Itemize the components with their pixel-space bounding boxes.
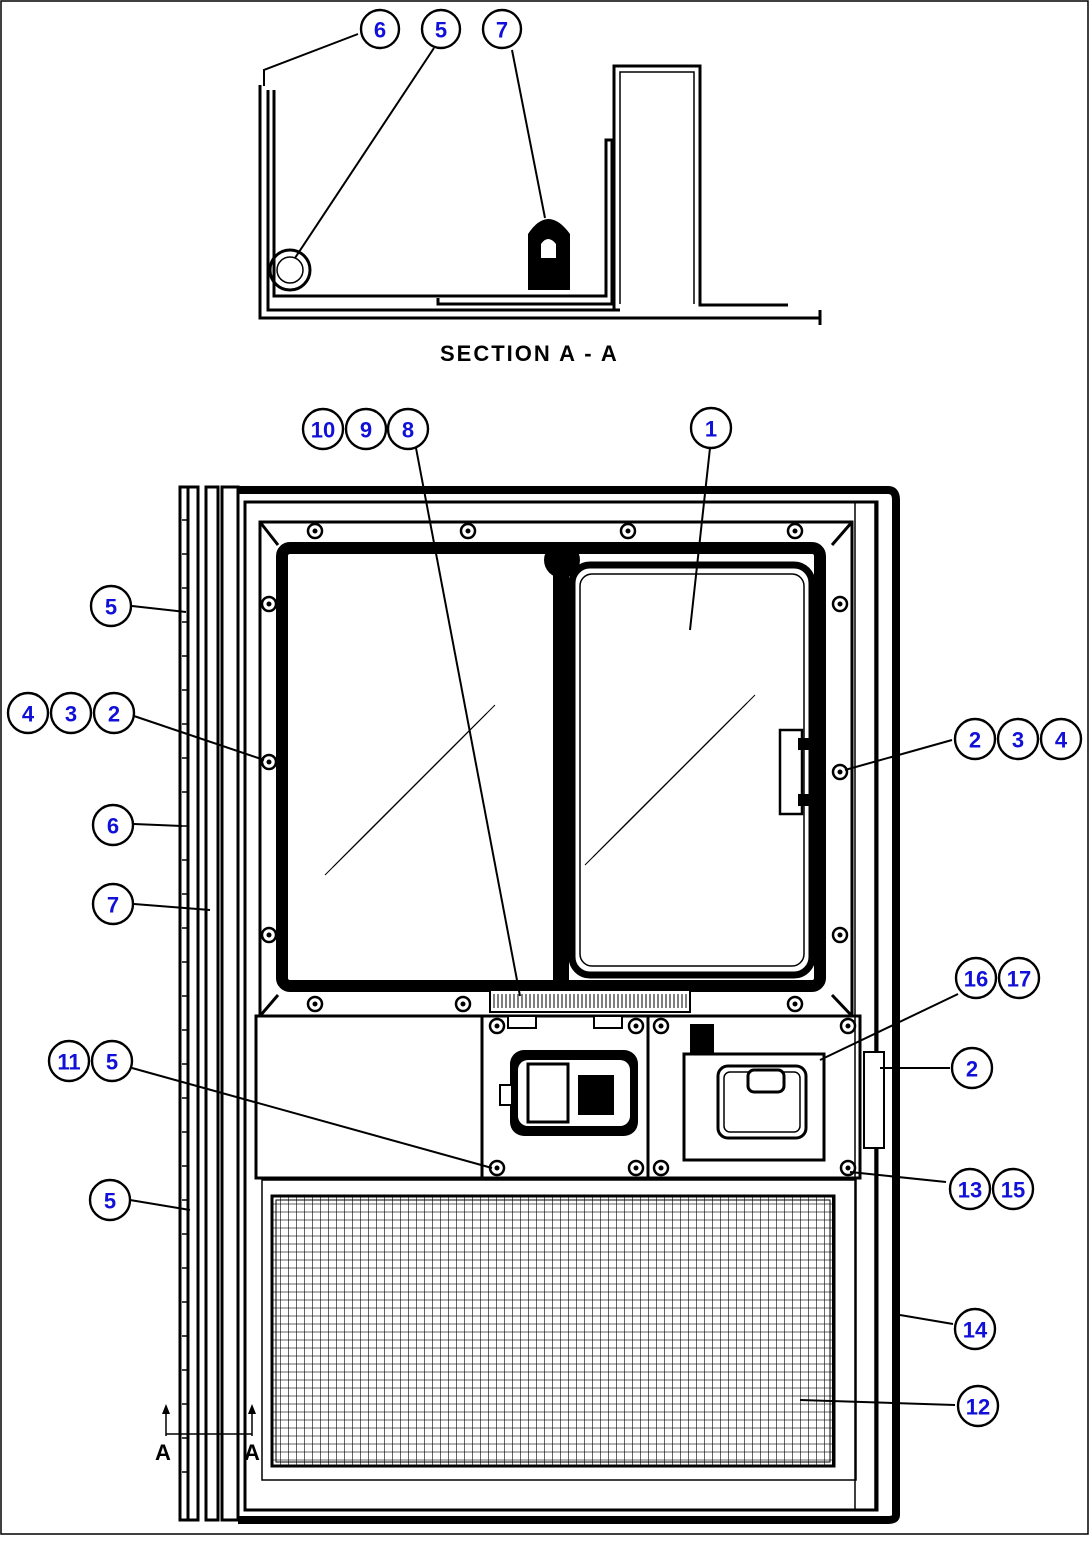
window-latch-handle: [778, 728, 804, 816]
svg-text:11: 11: [57, 1050, 80, 1075]
callout-6-left: 6: [91, 803, 135, 847]
section-mark-left: A: [155, 1440, 171, 1465]
seal-tube: [268, 248, 312, 292]
svg-text:16: 16: [964, 967, 988, 992]
svg-text:2: 2: [969, 728, 981, 753]
svg-text:7: 7: [496, 18, 508, 43]
callout-13: 13: [948, 1167, 992, 1211]
callout-15: 15: [991, 1167, 1035, 1211]
svg-text:8: 8: [402, 418, 414, 443]
callout-16: 16: [954, 956, 998, 1000]
sliding-glass-panel: [568, 561, 816, 979]
svg-text:9: 9: [360, 418, 372, 443]
svg-text:1: 1: [705, 417, 717, 442]
callout-1: 1: [689, 406, 733, 450]
callout-3-right: 3: [996, 717, 1040, 761]
section-mark-right: A: [244, 1440, 260, 1465]
svg-text:2: 2: [966, 1057, 978, 1082]
ventilation-grille: [270, 1194, 836, 1468]
svg-text:4: 4: [1055, 728, 1068, 753]
callout-4-right: 4: [1039, 717, 1083, 761]
svg-text:12: 12: [966, 1395, 990, 1420]
door-front-view: A A: [155, 485, 900, 1524]
callout-2-mid: 2: [950, 1046, 994, 1090]
section-cut-marks: A A: [155, 1404, 260, 1465]
svg-text:14: 14: [963, 1318, 988, 1343]
section-title: SECTION A - A: [440, 341, 619, 366]
callout-10: 10: [301, 407, 345, 451]
callout-5-lower: 5: [88, 1178, 132, 1222]
callout-2-right: 2: [953, 717, 997, 761]
callouts: 6 5 7 10 9 8 1 5 4 3 2 2 3 4 6 7 16 17 1…: [6, 8, 1083, 1428]
callout-5-upper: 5: [89, 584, 133, 628]
hinge-ticks: [182, 519, 188, 1473]
callout-11: 11: [47, 1039, 91, 1083]
callout-9: 9: [344, 407, 388, 451]
svg-text:13: 13: [958, 1178, 982, 1203]
callout-2-left: 2: [92, 691, 136, 735]
svg-text:10: 10: [311, 418, 335, 443]
glass-hatching: [324, 694, 756, 876]
svg-text:15: 15: [1001, 1178, 1025, 1203]
svg-text:3: 3: [1012, 728, 1024, 753]
callout-14: 14: [953, 1307, 997, 1351]
callout-3-left: 3: [49, 691, 93, 735]
svg-text:2: 2: [108, 702, 120, 727]
svg-text:5: 5: [105, 595, 117, 620]
slide-stop-knob: [544, 542, 580, 578]
svg-text:6: 6: [374, 18, 386, 43]
callout-5-section: 5: [420, 8, 462, 50]
callout-7-section: 7: [481, 8, 523, 50]
svg-text:3: 3: [65, 702, 77, 727]
svg-text:5: 5: [435, 18, 447, 43]
svg-text:17: 17: [1007, 967, 1031, 992]
callout-8: 8: [386, 407, 430, 451]
leader-lines: [129, 33, 959, 1406]
section-a-a-view: SECTION A - A: [258, 64, 822, 366]
callout-17: 17: [997, 956, 1041, 1000]
svg-text:6: 6: [107, 814, 119, 839]
window-frame: [276, 542, 826, 992]
svg-text:5: 5: [104, 1189, 116, 1214]
callout-4-left: 4: [6, 691, 50, 735]
callout-6-section: 6: [359, 8, 401, 50]
callout-7-left: 7: [91, 882, 135, 926]
svg-text:5: 5: [106, 1050, 118, 1075]
svg-text:4: 4: [22, 702, 35, 727]
callout-12: 12: [956, 1384, 1000, 1428]
svg-text:7: 7: [107, 893, 119, 918]
callout-5-with-11: 5: [90, 1039, 134, 1083]
door-striker: [863, 1051, 885, 1149]
